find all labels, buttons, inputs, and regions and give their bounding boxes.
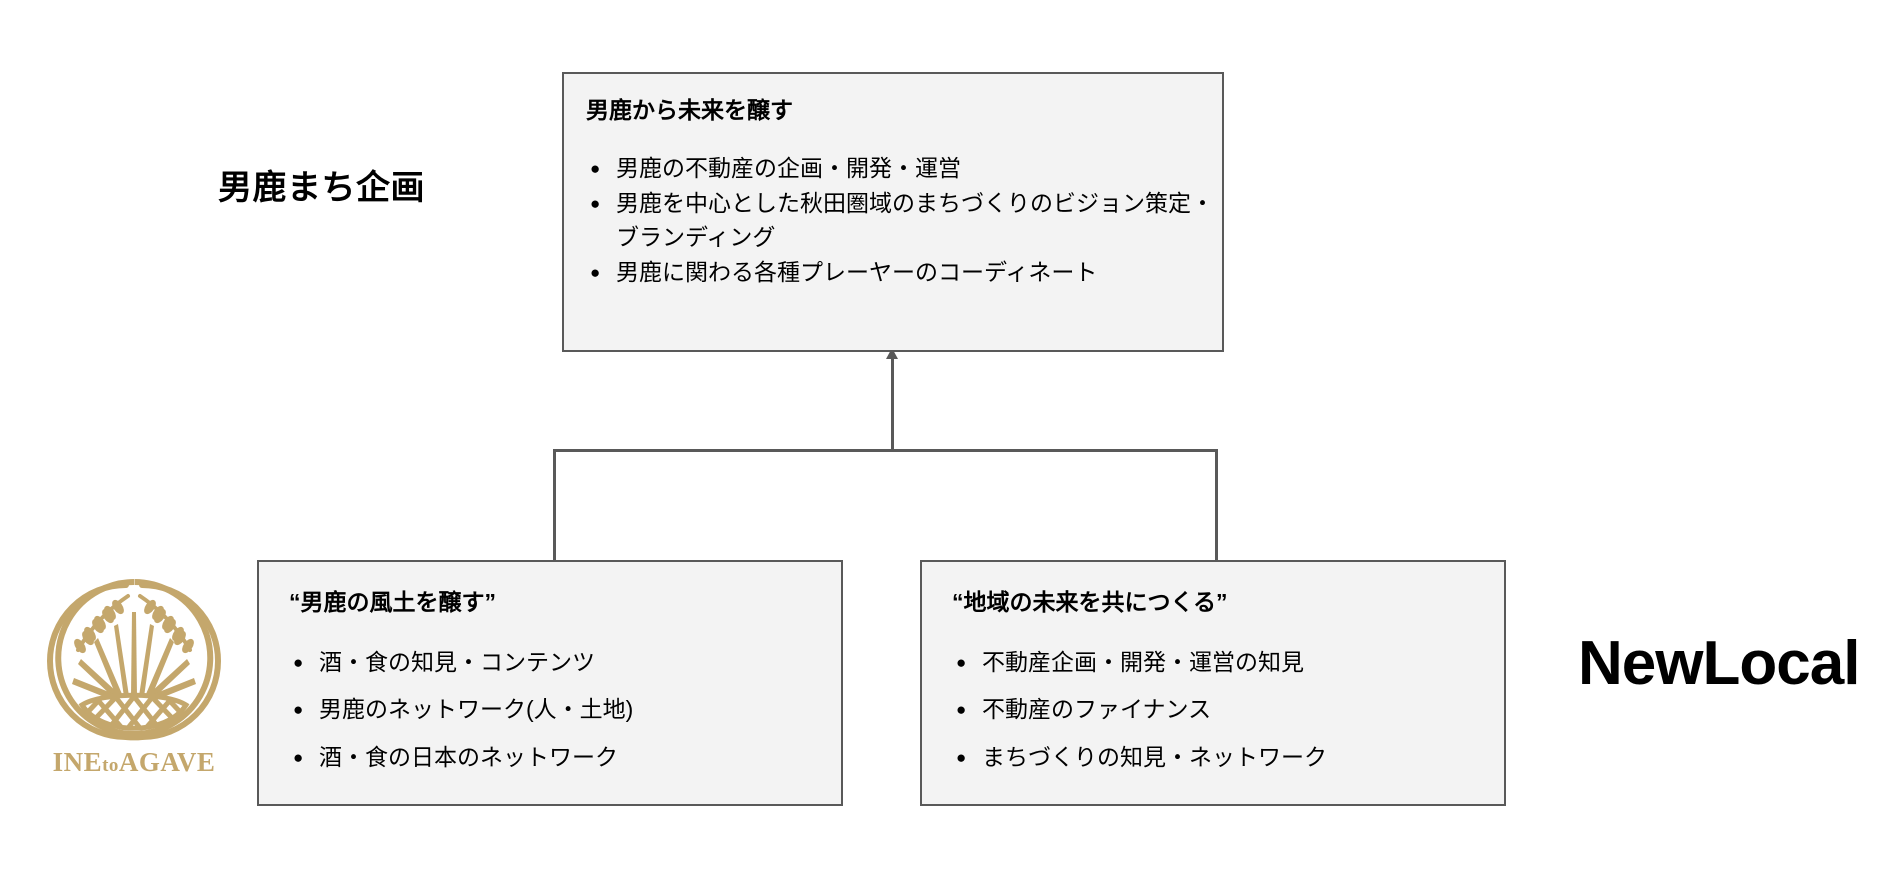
list-item-label: まちづくりの知見・ネットワーク — [982, 743, 1327, 770]
connector-drop-left — [553, 449, 556, 562]
list-item-label: 男鹿の不動産の企画・開発・運営 — [616, 154, 961, 181]
list-item-label: 不動産企画・開発・運営の知見 — [982, 648, 1304, 675]
connector-drop-right — [1215, 449, 1218, 562]
node-bottom-left[interactable]: “男鹿の風土を醸す” ● 酒・食の知見・コンテンツ ● 男鹿のネットワーク(人・… — [257, 560, 843, 806]
list-item-label: 男鹿に関わる各種プレーヤーのコーディネート — [616, 258, 1098, 285]
list-item: ● 不動産のファイナンス — [952, 693, 1504, 726]
node-bottom-left-bullet-list: ● 酒・食の知見・コンテンツ ● 男鹿のネットワーク(人・土地) ● 酒・食の日… — [289, 646, 841, 774]
node-bottom-right[interactable]: “地域の未来を共につくる” ● 不動産企画・開発・運営の知見 ● 不動産のファイ… — [920, 560, 1506, 806]
list-item-label: 酒・食の知見・コンテンツ — [319, 648, 595, 675]
node-top-title: 男鹿から未来を醸す — [586, 97, 793, 123]
node-bottom-right-bullet-list: ● 不動産企画・開発・運営の知見 ● 不動産のファイナンス ● まちづくりの知見… — [952, 646, 1504, 774]
bullet-icon: ● — [956, 747, 967, 767]
svg-text:INEtoAGAVE: INEtoAGAVE — [53, 747, 216, 777]
list-item: ● 酒・食の日本のネットワーク — [289, 741, 841, 774]
list-item-label: 不動産のファイナンス — [982, 696, 1212, 723]
connector-vertical-stem — [891, 352, 894, 451]
connector-horizontal-bar — [553, 449, 1218, 452]
newlocal-logo: NewLocal — [1578, 629, 1860, 698]
bullet-icon: ● — [293, 652, 304, 672]
node-top-bullet-list: ● 男鹿の不動産の企画・開発・運営 ● 男鹿を中心とした秋田圏域のまちづくりのビ… — [586, 152, 1222, 289]
list-item-label: 男鹿のネットワーク(人・土地) — [319, 696, 634, 723]
ine-to-agave-logo: INEtoAGAVE — [36, 568, 232, 780]
list-item: ● まちづくりの知見・ネットワーク — [952, 741, 1504, 774]
bullet-icon: ● — [293, 700, 304, 720]
bullet-icon: ● — [956, 652, 967, 672]
org-label: 男鹿まち企画 — [218, 169, 425, 207]
list-item: ● 不動産企画・開発・運営の知見 — [952, 646, 1504, 679]
bullet-icon: ● — [956, 700, 967, 720]
bullet-icon: ● — [293, 747, 304, 767]
bullet-icon: ● — [590, 194, 601, 214]
list-item: ● 男鹿に関わる各種プレーヤーのコーディネート — [586, 256, 1222, 289]
bullet-icon: ● — [590, 158, 601, 178]
bullet-icon: ● — [590, 262, 601, 282]
list-item: ● 男鹿の不動産の企画・開発・運営 — [586, 152, 1222, 185]
list-item-label: 酒・食の日本のネットワーク — [319, 743, 618, 770]
arrow-up-icon — [886, 348, 898, 359]
list-item: ● 酒・食の知見・コンテンツ — [289, 646, 841, 679]
list-item-label: 男鹿を中心とした秋田圏域のまちづくりのビジョン策定・ブランディング — [616, 190, 1214, 250]
node-bottom-left-title: “男鹿の風土を醸す” — [289, 589, 496, 615]
list-item: ● 男鹿のネットワーク(人・土地) — [289, 693, 841, 726]
list-item: ● 男鹿を中心とした秋田圏域のまちづくりのビジョン策定・ブランディング — [586, 187, 1222, 254]
node-top[interactable]: 男鹿から未来を醸す ● 男鹿の不動産の企画・開発・運営 ● 男鹿を中心とした秋田… — [562, 72, 1224, 352]
node-bottom-right-title: “地域の未来を共につくる” — [952, 589, 1228, 615]
